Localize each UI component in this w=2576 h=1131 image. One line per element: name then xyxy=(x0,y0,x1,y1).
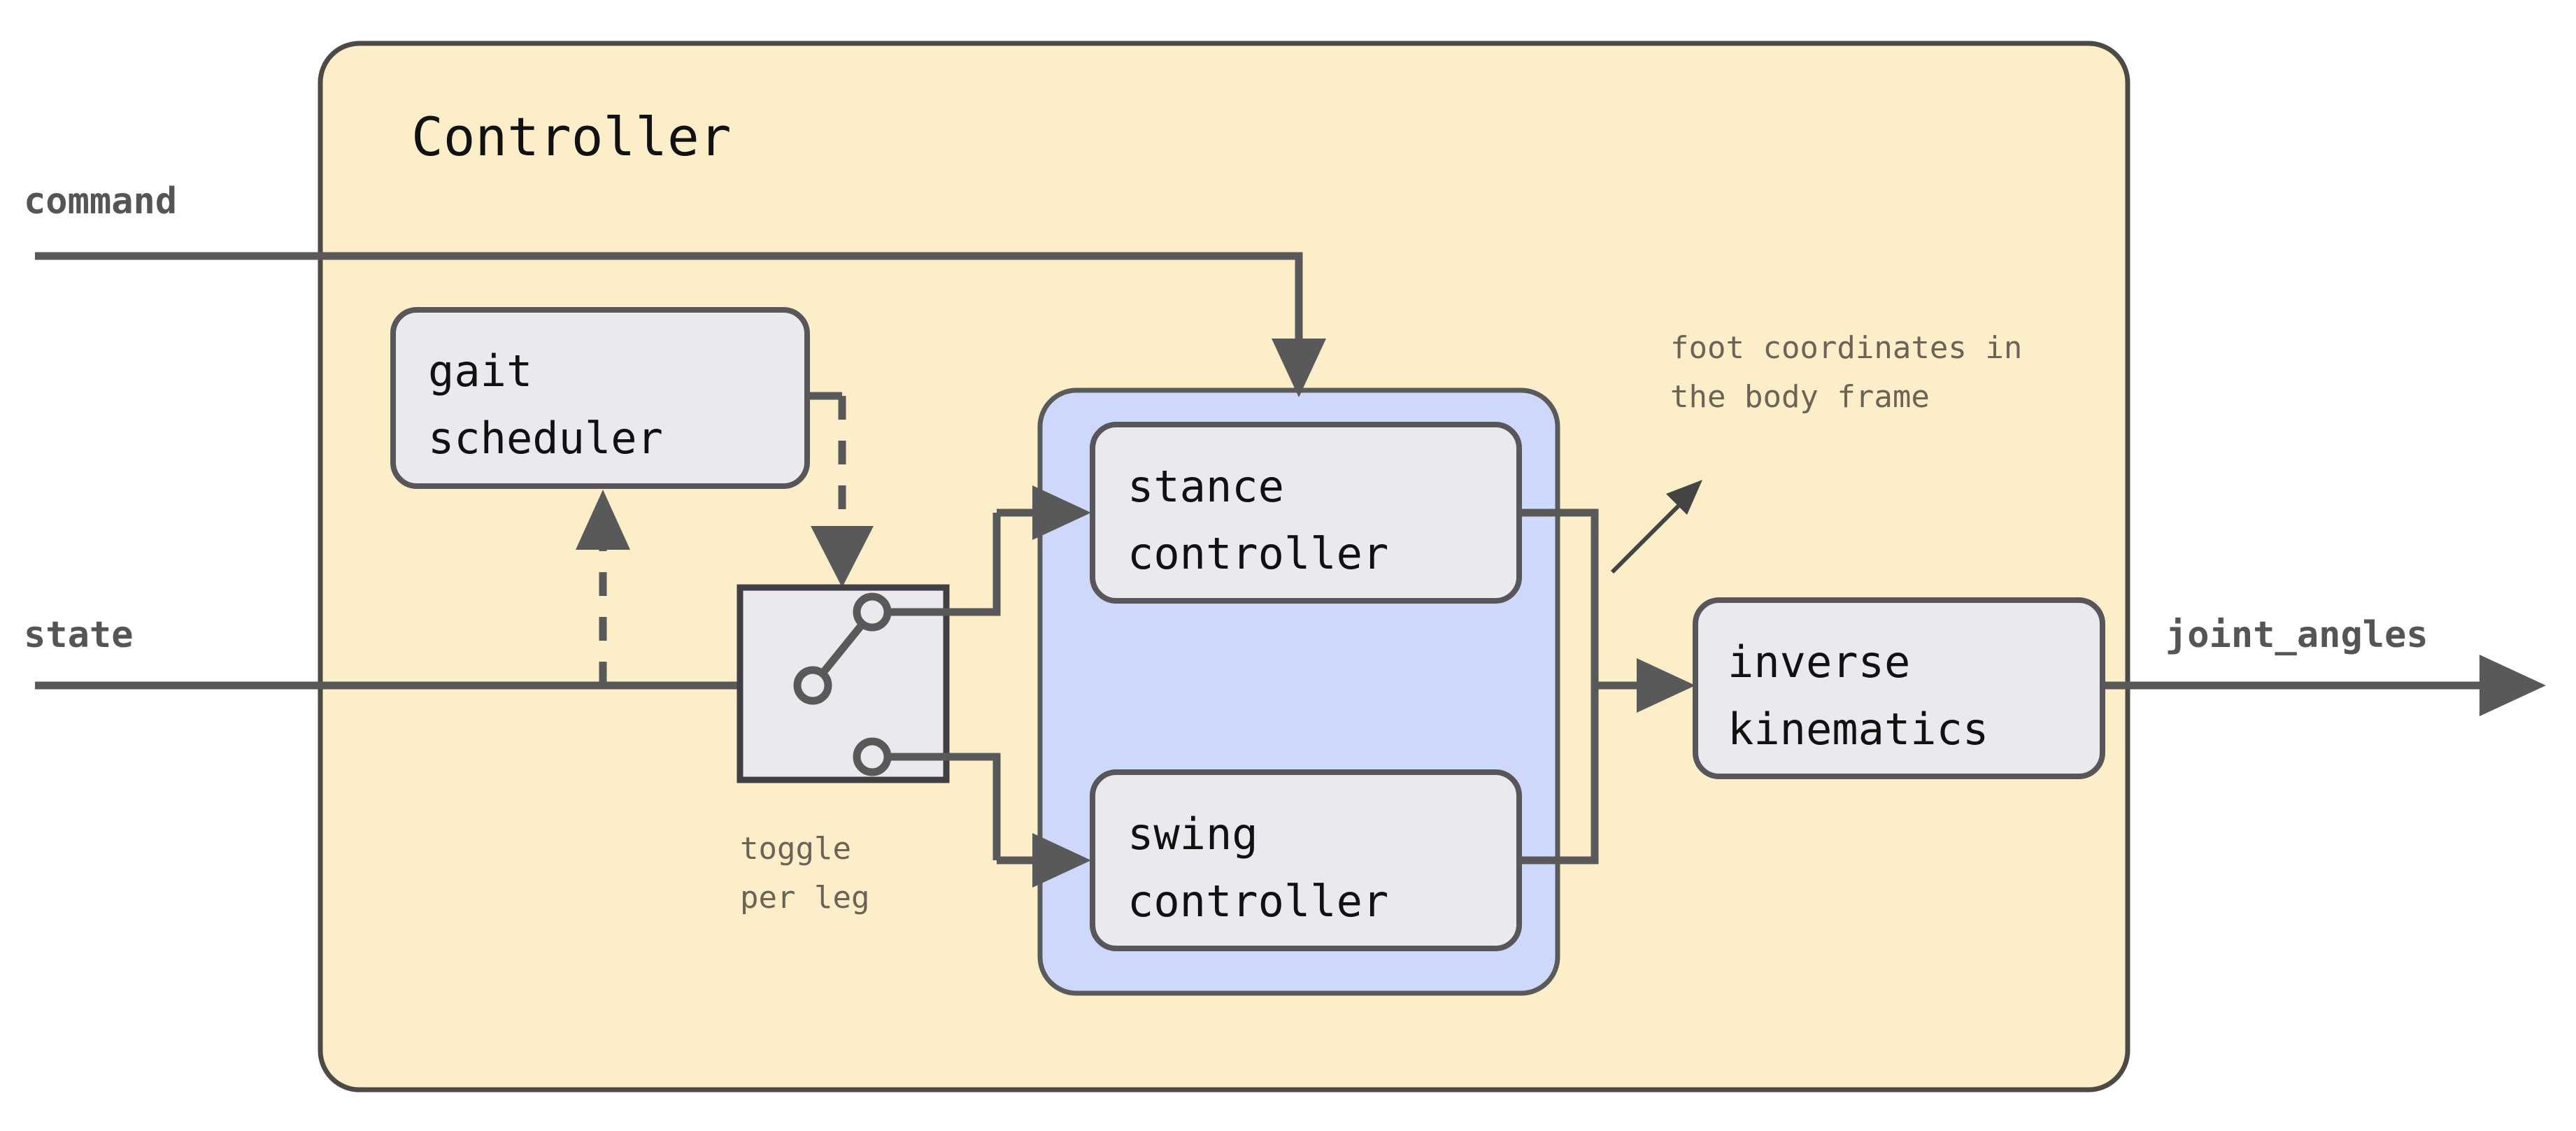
stance-controller-block[interactable]: stance controller xyxy=(1090,422,1522,604)
joint-angles-output-label: joint_angles xyxy=(2165,614,2428,656)
foot-coordinates-note-line2: the body frame xyxy=(1670,379,1930,415)
foot-coordinates-note-arrowhead xyxy=(1666,480,1702,515)
command-arrowhead xyxy=(1272,339,1326,397)
gait-scheduler-label-line2: scheduler xyxy=(428,413,663,464)
inverse-kinematics-label-line1: inverse xyxy=(1728,636,1910,688)
gait-scheduler-label-line1: gait xyxy=(428,346,532,397)
joint-angles-arrowhead xyxy=(2479,655,2546,716)
swing-controller-block[interactable]: swing controller xyxy=(1090,769,1522,951)
toggle-pole-node xyxy=(793,666,832,705)
switch-control-arrowhead xyxy=(811,526,874,588)
command-wire xyxy=(35,252,1326,397)
stance-controller-label-line2: controller xyxy=(1127,528,1388,579)
command-input-label: command xyxy=(24,180,177,222)
toggle-switch-box xyxy=(736,584,950,783)
gait-scheduler-to-switch-wire xyxy=(807,392,874,588)
toggle-caption-line1: toggle xyxy=(740,831,851,867)
swing-controller-label-line1: swing xyxy=(1127,809,1258,860)
swing-input-arrowhead xyxy=(1032,833,1091,888)
inverse-kinematics-label-line2: kinematics xyxy=(1728,704,1988,755)
gait-scheduler-block[interactable]: gait scheduler xyxy=(390,307,810,489)
foot-coordinates-note-line1: foot coordinates in xyxy=(1670,330,2022,366)
toggle-switch[interactable]: toggle per leg xyxy=(736,584,950,916)
toggle-upper-contact-node xyxy=(853,592,892,632)
inverse-kinematics-block[interactable]: inverse kinematics xyxy=(1693,597,2105,779)
stance-input-arrowhead xyxy=(1032,485,1091,540)
joint-angles-wire xyxy=(2102,655,2546,716)
ik-input-arrowhead xyxy=(1637,658,1695,713)
stance-controller-label-line1: stance xyxy=(1127,461,1284,512)
foot-coordinates-note: foot coordinates in the body frame xyxy=(1610,330,2022,574)
leg-controllers-to-ik-wire xyxy=(1519,508,1695,865)
gait-scheduler-arrowhead xyxy=(576,490,630,550)
state-input-label: state xyxy=(24,614,134,656)
swing-controller-label-line2: controller xyxy=(1127,876,1388,927)
switch-to-swing-wire xyxy=(888,753,1091,888)
toggle-caption-line2: per leg xyxy=(740,880,869,916)
toggle-lower-contact-node xyxy=(853,737,892,776)
page-title: Controller xyxy=(411,106,732,168)
state-to-gait-scheduler-wire xyxy=(576,490,630,685)
switch-to-stance-wire xyxy=(888,485,1091,616)
